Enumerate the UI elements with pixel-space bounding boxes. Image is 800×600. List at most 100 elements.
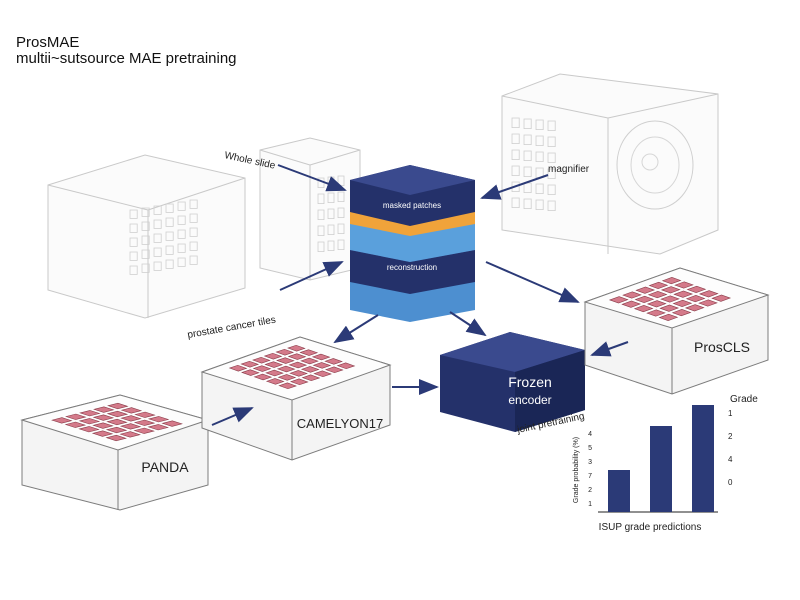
tissue-tile: [105, 434, 127, 442]
tissue-tile: [241, 369, 260, 376]
tissue-tile: [79, 410, 101, 417]
ghost-tile: [153, 261, 162, 271]
tissue-tile: [278, 382, 297, 390]
chart-bar: [692, 405, 714, 512]
camelyon-label: CAMELYON17: [297, 416, 383, 431]
ghost-tile: [153, 205, 162, 215]
tissue-tile: [228, 364, 248, 372]
tissue-tile: [275, 348, 295, 356]
ghost-tile: [177, 229, 186, 239]
ghost-tile: [523, 134, 532, 146]
ghost-tile: [337, 239, 345, 251]
flow-arrows: [211, 164, 629, 426]
chart-left-tick: 4: [588, 431, 592, 438]
arrow-magnifier: [480, 174, 549, 200]
ghost-tile: [535, 199, 544, 211]
ghost-tile: [141, 263, 150, 273]
ghost-tile: [337, 207, 345, 219]
tissue-tile: [161, 420, 183, 427]
ghost-tile: [153, 247, 162, 257]
tissue-tile: [647, 291, 668, 299]
tissue-tile: [336, 362, 356, 370]
ghost-tile: [547, 200, 556, 212]
chart-right-tick: 2: [728, 432, 733, 441]
tissue-tile: [686, 285, 707, 293]
tissue-tile: [324, 366, 344, 374]
tissue-tile: [659, 304, 680, 312]
ghost-tile: [177, 257, 186, 267]
ghost-tile: [141, 249, 150, 259]
tissue-tile: [646, 309, 666, 317]
ghost-tile: [177, 201, 186, 211]
ghost-tile: [129, 209, 138, 219]
tissue-tile: [106, 410, 129, 418]
arrow-to-proscls: [485, 261, 580, 303]
chart-right-axis-title: Grade: [730, 394, 758, 405]
ghost-tile: [511, 133, 520, 145]
ghost-slide-mid: [259, 137, 361, 281]
chart-right-tick: 1: [728, 409, 733, 418]
tissue-tile: [147, 416, 170, 423]
camelyon-dataset-box: CAMELYON17: [200, 336, 392, 461]
tissue-tile: [120, 407, 143, 414]
ghost-tile: [177, 243, 186, 253]
ghost-tile: [317, 193, 325, 205]
mae-encoder-stack: masked patches reconstruction: [350, 165, 475, 322]
tissue-tile: [276, 357, 295, 364]
ghost-tile: [129, 223, 138, 233]
masked-patches-label: masked patches: [383, 201, 441, 210]
tissue-tile: [240, 360, 260, 368]
ghost-tile: [189, 227, 198, 237]
reconstruction-label: reconstruction: [387, 263, 437, 272]
tissue-tile: [92, 422, 114, 429]
ghost-tile: [165, 203, 174, 213]
panda-label: PANDA: [141, 459, 189, 475]
arrow-to-frozen: [449, 311, 487, 337]
magnifier-label: magnifier: [548, 164, 590, 175]
tissue-tile: [698, 290, 719, 298]
tissue-tile: [265, 369, 284, 377]
ghost-tile: [327, 224, 335, 236]
ghost-tile: [317, 225, 325, 237]
tissue-tile: [105, 426, 128, 434]
ghost-tile: [165, 217, 174, 227]
ghost-tile: [189, 213, 198, 223]
tissue-tile: [264, 361, 284, 368]
frozen-encoder-box: Frozen encoder: [440, 332, 585, 432]
ghost-slide-right: [501, 73, 719, 255]
tissue-tile: [646, 300, 667, 308]
tissue-tile: [300, 366, 320, 373]
tissue-tile: [277, 374, 297, 381]
chart-right-tick: 4: [728, 455, 733, 464]
ghost-tile: [165, 231, 174, 241]
tissue-tile: [301, 374, 321, 382]
tissue-tile: [93, 406, 115, 413]
panda-dataset-box: PANDA: [20, 394, 210, 511]
ghost-tile: [327, 208, 335, 220]
tissue-tile: [648, 281, 669, 289]
tissue-tile: [92, 414, 115, 421]
ghost-tile: [165, 259, 174, 269]
tissue-tile: [658, 313, 679, 321]
ghost-tile: [189, 255, 198, 265]
ghost-tile: [511, 197, 520, 209]
tissue-tile: [698, 299, 718, 307]
chart-left-tick: 1: [588, 501, 592, 508]
tissue-tile: [133, 419, 156, 426]
ghost-tile: [165, 245, 174, 255]
ghost-tile: [189, 199, 198, 209]
tissue-tile: [119, 423, 142, 430]
ghost-tile: [523, 166, 532, 178]
ghost-tile: [511, 165, 520, 177]
ghost-tile: [337, 223, 345, 235]
tissue-tile: [147, 424, 169, 431]
tissue-tile: [287, 344, 306, 352]
ghost-tile: [337, 191, 345, 203]
prostate-tiles-label: prostate cancer tiles: [187, 315, 277, 341]
tissue-tile: [134, 411, 156, 418]
chart-left-tick: 3: [588, 459, 592, 466]
tissue-tile: [133, 427, 155, 434]
ghost-tile: [129, 265, 138, 275]
